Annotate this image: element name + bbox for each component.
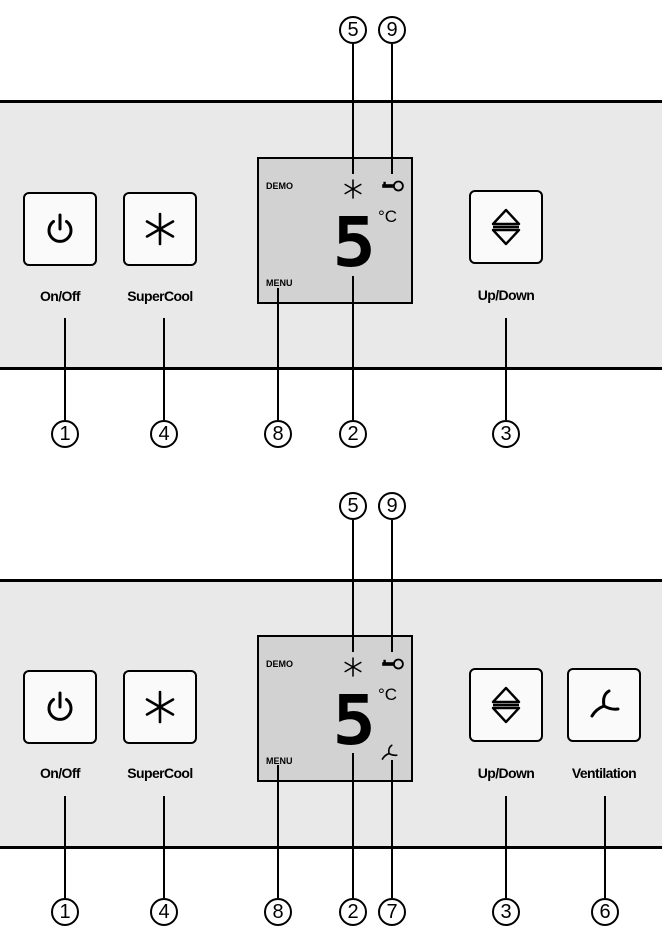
callout-8: 8 [264,898,292,926]
leader-line [391,44,393,174]
up-down-arrows-icon [486,207,526,247]
up-down-label: Up/Down [477,765,535,781]
leader-line [64,796,66,898]
up-down-label: Up/Down [477,287,535,303]
callout-1: 1 [51,898,79,926]
snowflake-icon [341,655,365,679]
supercool-label: SuperCool [127,288,193,304]
key-icon [381,658,405,670]
leader-line [391,760,393,898]
temperature-display: DEMO 5 °C MENU [257,157,413,304]
celsius-unit: °C [378,685,398,704]
on-off-label: On/Off [40,765,81,781]
on-off-button[interactable] [23,670,97,744]
ventilation-label: Ventilation [571,765,637,781]
snowflake-icon [140,209,180,249]
callout-4: 4 [150,420,178,448]
supercool-label: SuperCool [127,765,193,781]
callout-5: 5 [339,16,367,44]
callout-9: 9 [378,16,406,44]
temperature-digit-text: 5 [335,211,373,275]
callout-2: 2 [339,898,367,926]
callout-7: 7 [378,898,406,926]
leader-line [505,318,507,420]
leader-line [352,753,354,898]
power-icon [40,687,80,727]
menu-indicator: MENU [266,756,293,766]
temperature-display: DEMO 5 °C MENU [257,635,413,782]
fan-icon [378,742,400,764]
power-icon [40,209,80,249]
snowflake-icon [341,177,365,201]
demo-indicator: DEMO [266,659,293,669]
callout-3: 3 [492,420,520,448]
callout-4: 4 [150,898,178,926]
leader-line [352,276,354,420]
leader-line [391,520,393,652]
callout-9: 9 [378,492,406,520]
up-down-arrows-icon [486,685,526,725]
leader-line [163,318,165,420]
callout-2: 2 [339,420,367,448]
temperature-digit: 5 [335,211,373,275]
leader-line [64,318,66,420]
celsius-unit: °C [378,207,398,226]
menu-indicator: MENU [266,278,293,288]
snowflake-icon [140,687,180,727]
up-down-button[interactable] [469,668,543,742]
demo-indicator: DEMO [266,181,293,191]
callout-5: 5 [339,492,367,520]
ventilation-button[interactable] [567,668,641,742]
temperature-digit: 5 [335,689,373,753]
callout-6: 6 [591,898,619,926]
leader-line [505,796,507,898]
supercool-button[interactable] [123,192,197,266]
fan-icon [584,685,624,725]
on-off-label: On/Off [40,288,81,304]
callout-8: 8 [264,420,292,448]
leader-line [277,288,279,420]
supercool-button[interactable] [123,670,197,744]
leader-line [352,520,354,652]
leader-line [163,796,165,898]
leader-line [604,796,606,898]
leader-line [277,765,279,898]
up-down-button[interactable] [469,190,543,264]
on-off-button[interactable] [23,192,97,266]
leader-line [352,44,354,174]
callout-3: 3 [492,898,520,926]
callout-1: 1 [51,420,79,448]
key-icon [381,180,405,192]
temperature-digit-text: 5 [335,689,373,753]
